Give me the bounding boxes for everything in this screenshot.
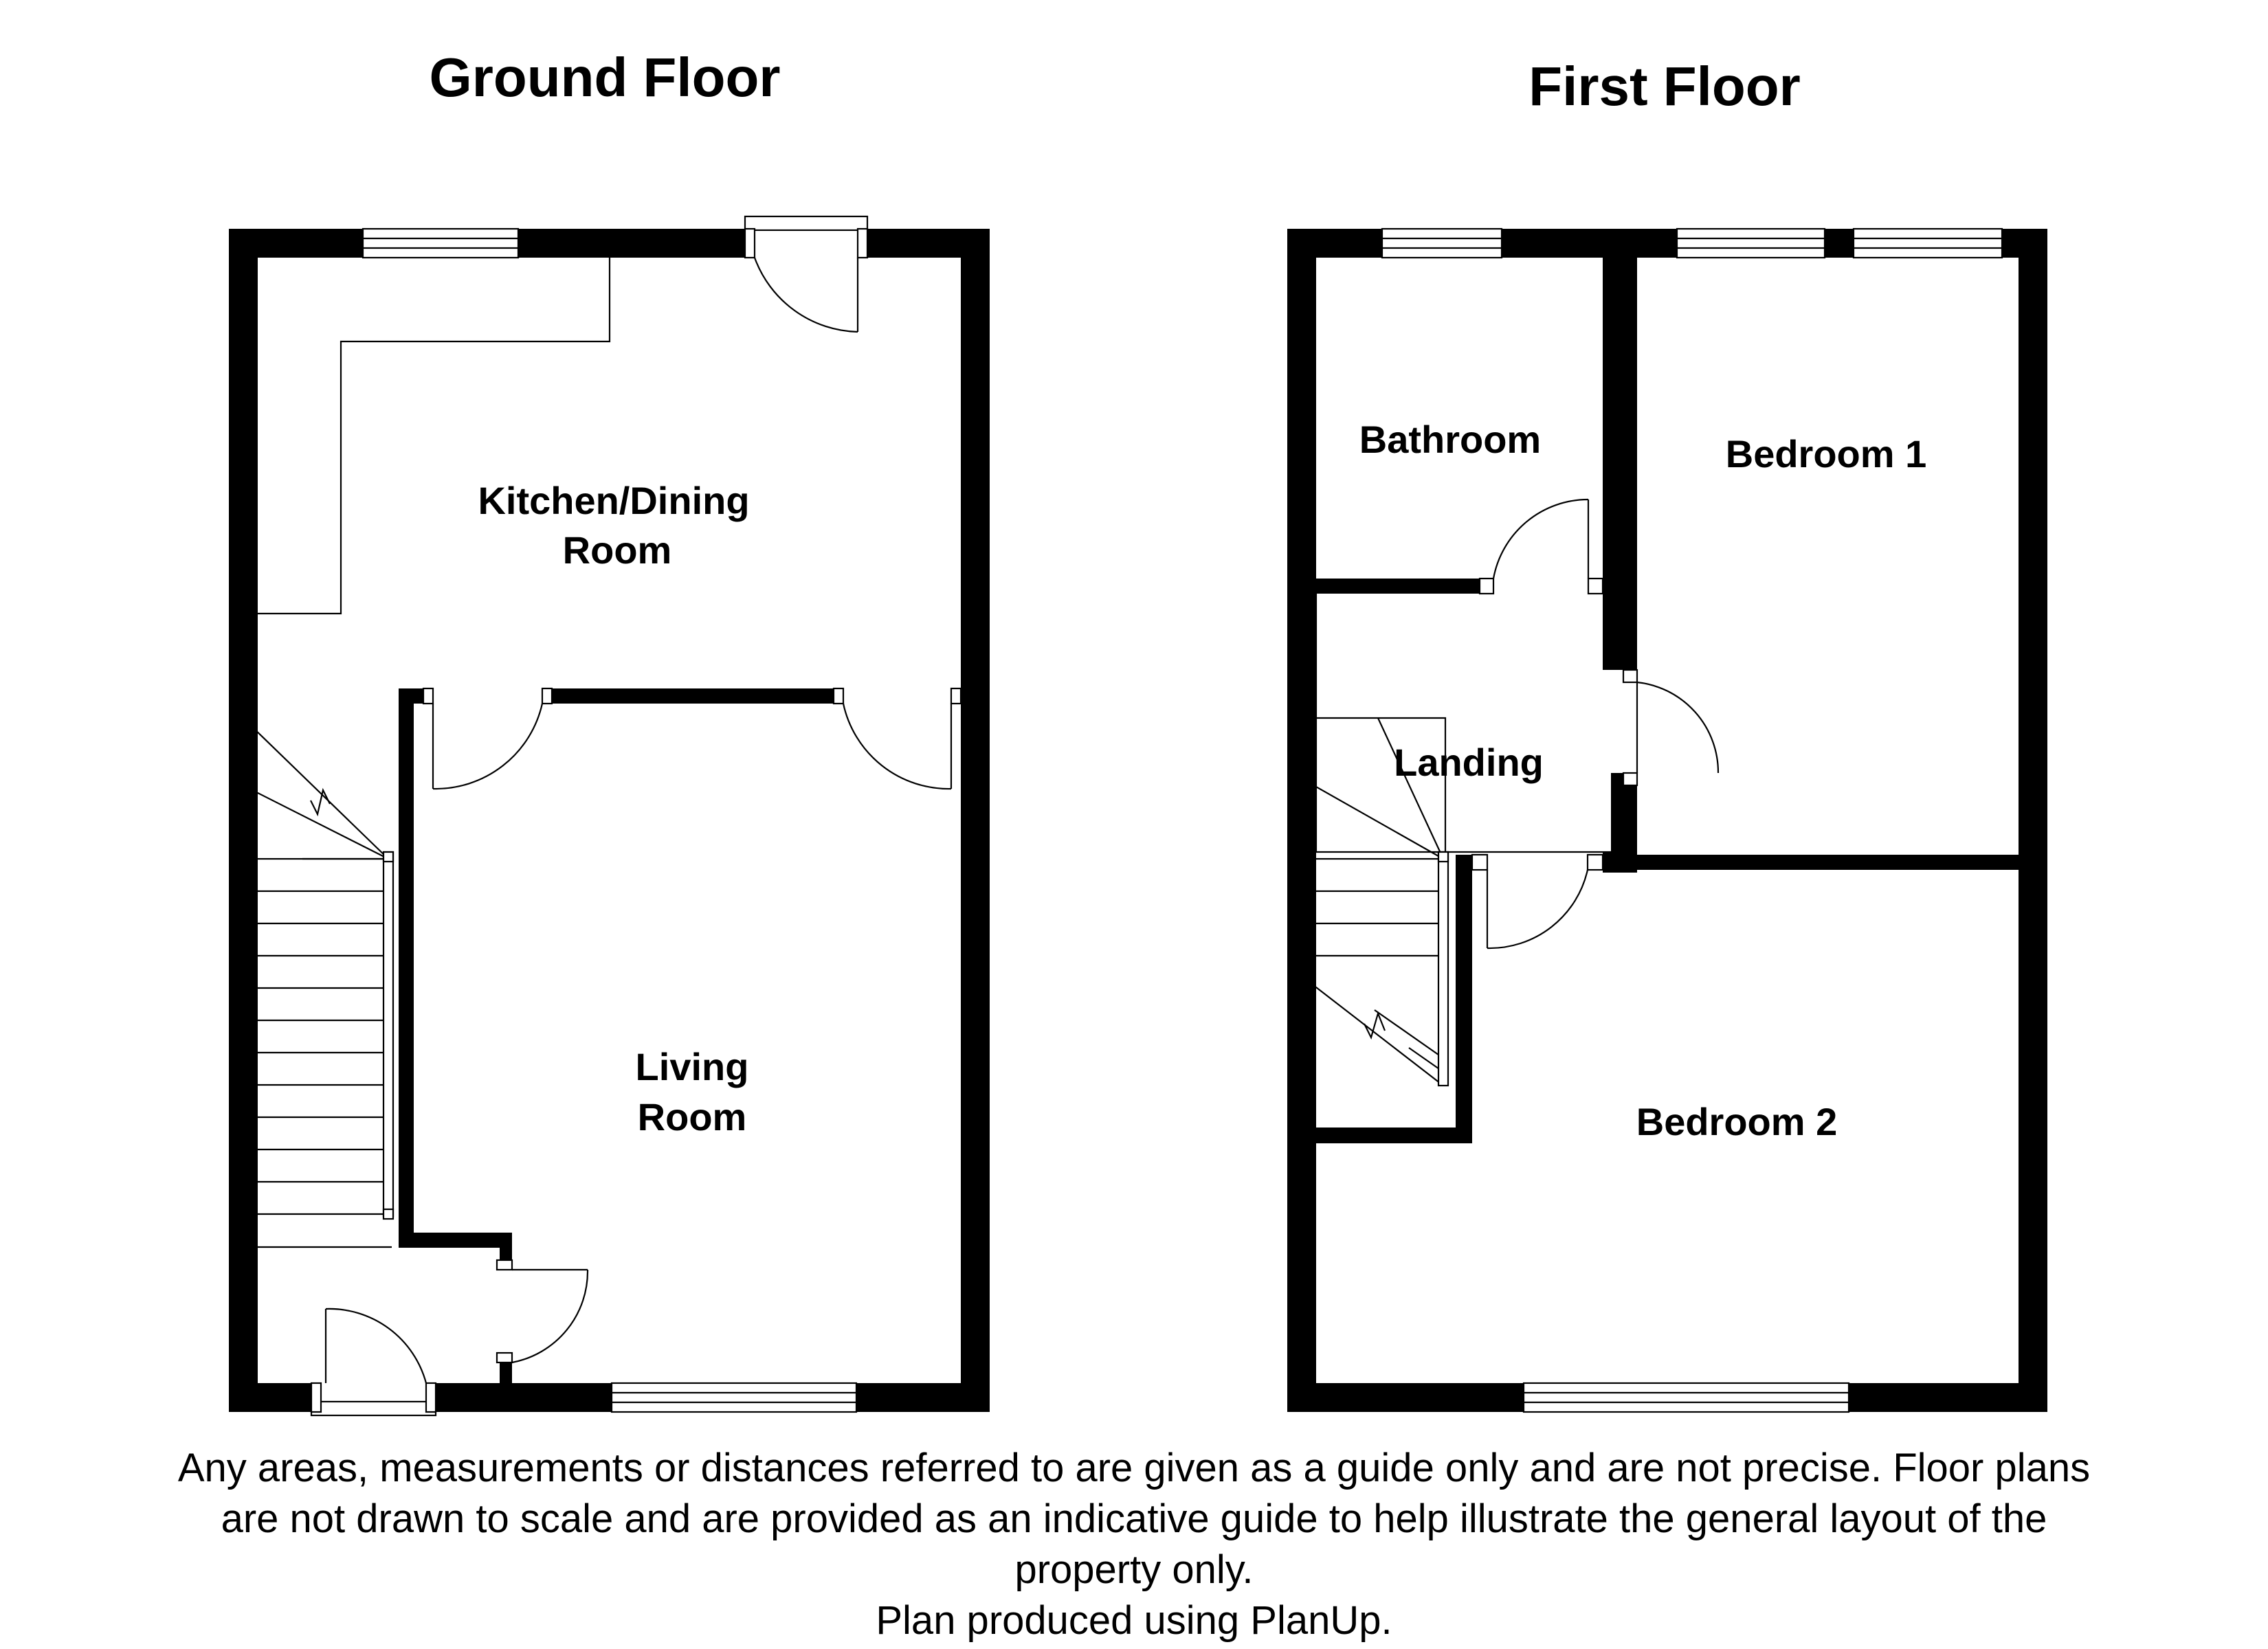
bedroom-2-label: Bedroom 2 <box>1636 1100 1838 1143</box>
kitchen-dining-room-label: Kitchen/Dining <box>478 479 749 522</box>
kitchen-back-door <box>744 215 869 333</box>
ground-floor-outer-walls <box>229 229 990 1412</box>
hall-door <box>496 1259 589 1364</box>
first-floor-plan: First Floor <box>1287 56 2047 1413</box>
ground-floor-internal-walls <box>399 688 834 1383</box>
bathroom-label: Bathroom <box>1359 418 1541 461</box>
window <box>1522 1382 1850 1413</box>
first-floor-outer-walls <box>1287 229 2047 1412</box>
ground-floor-title: Ground Floor <box>429 47 780 108</box>
living-room-door-left <box>422 687 553 790</box>
kitchen-counter <box>258 258 611 615</box>
ground-floor-stairs <box>251 726 394 1248</box>
landing-label: Landing <box>1394 741 1544 784</box>
living-room-label: Living <box>636 1045 749 1088</box>
disclaimer-text: Any areas, measurements or distances ref… <box>27 1443 2241 1646</box>
window <box>610 1382 858 1413</box>
disclaimer-line: property only. <box>1014 1547 1254 1592</box>
window <box>1852 227 2003 259</box>
window <box>1381 227 1503 259</box>
disclaimer-line: are not drawn to scale and are provided … <box>221 1496 2047 1541</box>
bedroom-1-label: Bedroom 1 <box>1726 432 1927 475</box>
window <box>1676 227 1826 259</box>
first-floor-internal-walls <box>1316 258 2019 1143</box>
bathroom-door <box>1478 498 1604 595</box>
first-floor-title: First Floor <box>1528 56 1801 117</box>
ground-floor-plan: Ground Floor <box>229 47 990 1417</box>
ground-floor-windows <box>362 227 858 1413</box>
first-floor-windows <box>1381 227 2003 1413</box>
disclaimer-credit: Plan produced using PlanUp. <box>876 1598 1392 1643</box>
bedroom-1-door <box>1622 669 1720 787</box>
kitchen-dining-room-label-line2: Room <box>563 528 672 572</box>
first-floor-stairs <box>1309 717 1449 1087</box>
landing-outline <box>1315 594 1611 853</box>
bedroom-2-door <box>1471 853 1604 950</box>
living-room-door-right <box>832 687 962 790</box>
living-room-label-line2: Room <box>638 1095 747 1138</box>
front-door <box>310 1308 437 1417</box>
window <box>362 227 520 259</box>
disclaimer-line: Any areas, measurements or distances ref… <box>177 1446 2091 1490</box>
